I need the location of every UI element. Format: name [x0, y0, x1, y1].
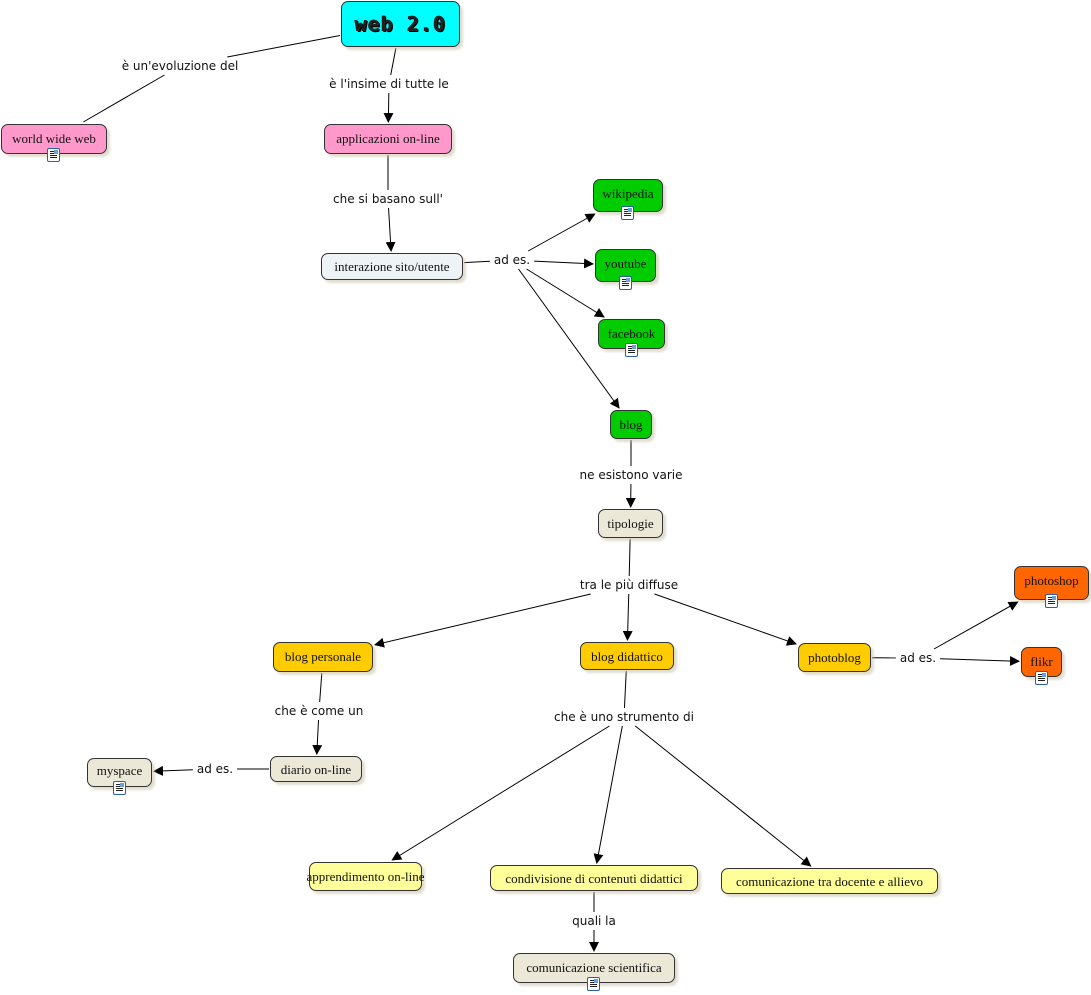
- concept-label: web 2.0: [354, 12, 447, 36]
- concept-label: comunicazione tra docente e allievo: [736, 874, 923, 889]
- resource-icon[interactable]: [1034, 671, 1048, 685]
- concept-comunicazione-scientifica[interactable]: comunicazione scientifica: [513, 953, 675, 991]
- concept-diario-on-line[interactable]: diario on-line: [270, 756, 362, 782]
- resource-icon[interactable]: [112, 781, 126, 795]
- concept-wikipedia[interactable]: wikipedia: [593, 179, 663, 220]
- connector-arrow: [654, 593, 797, 646]
- connector-line: [319, 672, 323, 703]
- concept-label: comunicazione scientifica: [526, 960, 662, 975]
- connector-arrow: [518, 268, 620, 409]
- concept-photoshop[interactable]: photoshop: [1014, 566, 1089, 608]
- concept-label: diario on-line: [280, 762, 352, 777]
- connector-arrow: [534, 258, 594, 269]
- connector-arrow: [526, 268, 605, 318]
- concept-blog-personale[interactable]: blog personale: [273, 642, 373, 672]
- resource-icon[interactable]: [1044, 594, 1058, 608]
- concept-comunicazione-docente-allievo[interactable]: comunicazione tra docente e allievo: [721, 868, 938, 894]
- concept-label: world wide web: [12, 131, 96, 146]
- concept-interazione-sito-utente[interactable]: interazione sito/utente: [321, 253, 463, 280]
- linking-phrase-insieme[interactable]: è l'insime di tutte le: [327, 77, 451, 91]
- connector-arrow: [385, 207, 396, 252]
- connector-arrow: [940, 655, 1020, 666]
- concept-label: tipologie: [607, 516, 654, 531]
- linking-phrase-ad-es-1[interactable]: ad es.: [491, 253, 533, 267]
- linking-phrase-come-un[interactable]: che è come un: [272, 704, 366, 718]
- linking-phrase-diffuse[interactable]: tra le più diffuse: [577, 578, 681, 592]
- connector-line: [227, 35, 341, 58]
- connector-line: [390, 47, 397, 76]
- connector-line: [628, 538, 631, 577]
- connector-arrow: [933, 601, 1019, 650]
- concept-facebook[interactable]: facebook: [598, 319, 665, 357]
- connector-line: [463, 260, 490, 264]
- resource-icon[interactable]: [587, 977, 600, 991]
- connector-arrow: [391, 725, 610, 861]
- connector-arrow: [83, 74, 165, 123]
- concept-applicazioni-on-line[interactable]: applicazioni on-line: [324, 124, 452, 154]
- concept-condivisione-contenuti-didattici[interactable]: condivisione di contenuti didattici: [490, 865, 698, 891]
- connector-arrow: [622, 593, 633, 641]
- connector-arrow: [312, 719, 323, 755]
- resource-icon[interactable]: [47, 148, 60, 162]
- linking-phrase-evoluzione[interactable]: è un'evoluzione del: [119, 59, 241, 73]
- connector-arrow: [383, 92, 394, 123]
- concept-label: photoshop: [1024, 573, 1079, 588]
- concept-flikr[interactable]: flikr: [1021, 647, 1062, 685]
- resource-icon[interactable]: [618, 276, 632, 290]
- concept-label: blog: [619, 417, 643, 432]
- concept-world-wide-web[interactable]: world wide web: [1, 124, 107, 162]
- linking-phrase-strumento[interactable]: che è uno strumento di: [552, 710, 696, 724]
- concept-youtube[interactable]: youtube: [595, 249, 656, 290]
- concept-label: photoblog: [808, 650, 861, 665]
- connector-arrow: [634, 725, 812, 867]
- concept-blog[interactable]: blog: [610, 410, 652, 439]
- linking-phrase-quali[interactable]: quali la: [570, 914, 618, 928]
- concept-photoblog[interactable]: photoblog: [798, 643, 871, 672]
- concept-myspace[interactable]: myspace: [87, 758, 152, 795]
- concept-label: myspace: [96, 763, 143, 778]
- concept-label: facebook: [607, 326, 656, 341]
- concept-web-2-0[interactable]: web 2.0: [341, 1, 460, 47]
- concept-label: blog personale: [284, 649, 362, 664]
- connector-arrow: [374, 593, 591, 648]
- linking-phrase-ad-es-2[interactable]: ad es.: [897, 651, 939, 665]
- concept-label: applicazioni on-line: [336, 131, 440, 146]
- connector-arrow: [593, 725, 623, 864]
- resource-icon[interactable]: [624, 343, 638, 357]
- concept-label: youtube: [604, 256, 647, 271]
- concept-label: condivisione di contenuti didattici: [505, 871, 683, 886]
- concept-label: interazione sito/utente: [334, 259, 450, 274]
- concept-apprendimento-on-line[interactable]: apprendimento on-line: [306, 862, 425, 891]
- resource-icon[interactable]: [621, 206, 634, 220]
- concept-blog-didattico[interactable]: blog didattico: [580, 642, 674, 670]
- concept-label: flikr: [1030, 654, 1053, 669]
- linking-phrase-basano[interactable]: che si basano sull': [331, 192, 445, 206]
- connector-arrow: [153, 765, 193, 776]
- concept-label: blog didattico: [591, 649, 663, 664]
- linking-phrase-esistono[interactable]: ne esistono varie: [577, 468, 685, 482]
- linking-phrase-ad-es-3[interactable]: ad es.: [194, 762, 236, 776]
- connector-arrow: [527, 213, 596, 252]
- concept-label: wikipedia: [602, 186, 654, 201]
- concept-label: apprendimento on-line: [306, 869, 425, 884]
- concept-tipologie[interactable]: tipologie: [598, 509, 663, 538]
- connector-line: [623, 670, 627, 709]
